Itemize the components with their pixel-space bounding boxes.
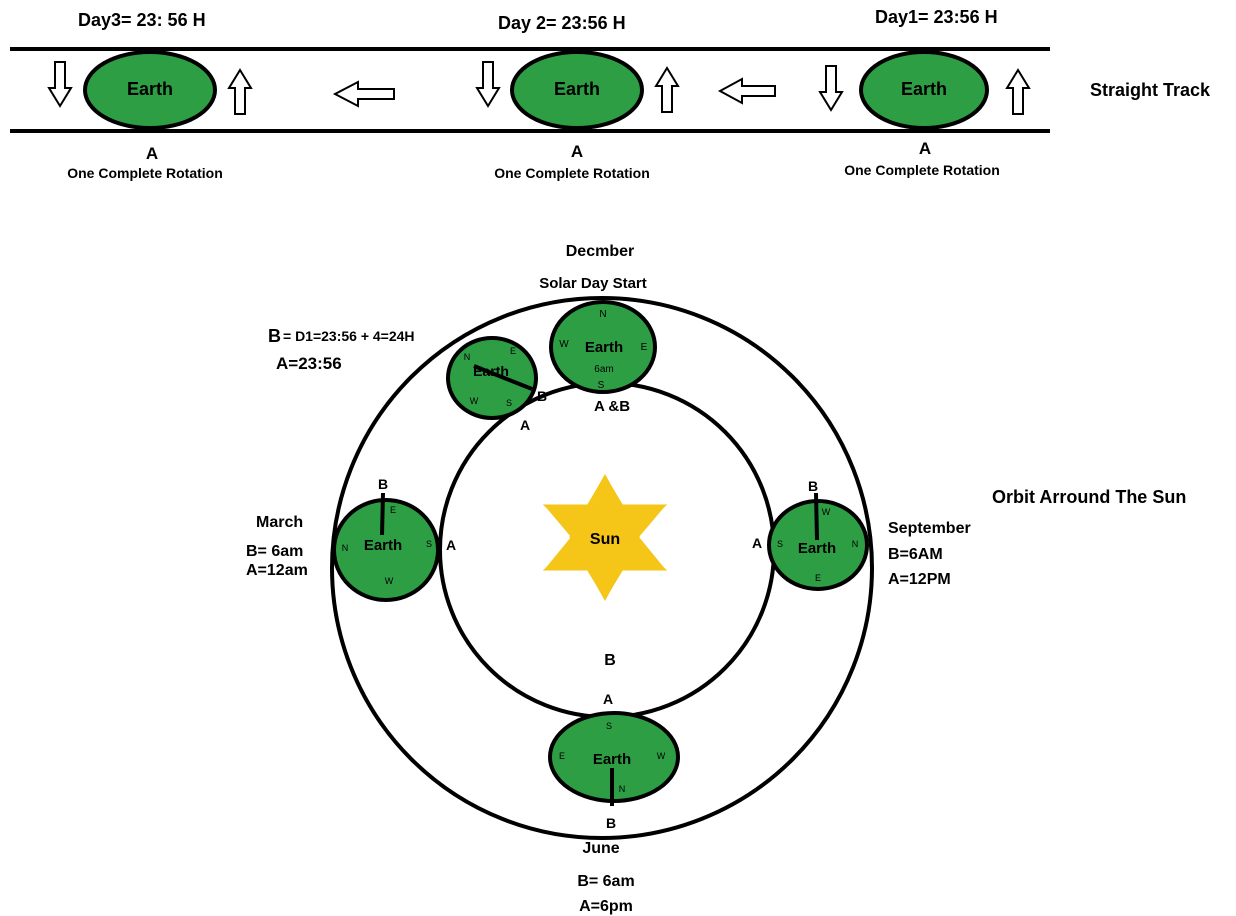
point-a: A: [520, 417, 530, 433]
point-label: A &B: [594, 398, 630, 415]
point-a: A: [919, 139, 931, 158]
dir-e: E: [559, 751, 565, 761]
dir-n: N: [464, 352, 471, 362]
b-formula: = D1=23:56 + 4=24H: [283, 328, 415, 344]
earth-december: Decmber Solar Day Start Earth 6am N E S …: [539, 243, 657, 415]
earth-circle: [859, 50, 989, 130]
rotation-caption: One Complete Rotation: [67, 165, 223, 181]
arrow-up-icon: [1005, 68, 1031, 115]
point-a: A: [446, 537, 456, 553]
earth-label: Earth: [798, 540, 836, 557]
point-a: A: [571, 142, 583, 161]
dir-s: S: [606, 721, 612, 731]
a-value: A=6pm: [579, 898, 633, 915]
dir-w: W: [470, 396, 479, 406]
earth-march: March B= 6am A=12am Earth N E S W B A: [246, 476, 456, 602]
rotation-caption: One Complete Rotation: [494, 165, 650, 181]
track-day3: Day3= 23: 56 H Earth A One Complete Rota…: [47, 10, 253, 181]
dir-w: W: [657, 751, 666, 761]
earth-circle: [446, 336, 538, 420]
time-label: 6am: [594, 364, 613, 375]
dir-n: N: [619, 784, 626, 794]
point-b: B: [808, 478, 818, 494]
sun-core: [544, 475, 666, 600]
a-value: A=12am: [246, 562, 308, 579]
point-a: A: [603, 691, 613, 707]
sun: Sun: [542, 473, 668, 602]
dir-w: W: [559, 339, 569, 350]
earth-circle: [510, 50, 644, 130]
track-day1: Day1= 23:56 H Earth A One Complete Rotat…: [818, 7, 1031, 178]
month-label: September: [888, 520, 971, 537]
month-label: March: [256, 514, 303, 531]
day-label: Day3= 23: 56 H: [78, 10, 206, 30]
rotation-marker: [814, 492, 819, 541]
rotation-marker: [380, 492, 385, 536]
track-day2: Day 2= 23:56 H Earth A One Complete Rota…: [475, 13, 680, 181]
day-label: Day 2= 23:56 H: [498, 13, 626, 33]
earth-label: Earth: [554, 79, 600, 99]
dir-e: E: [641, 342, 648, 353]
solar-day-start: Solar Day Start: [539, 275, 647, 292]
arrow-down-icon: [475, 61, 501, 108]
dir-s: S: [598, 380, 605, 391]
month-label: June: [582, 840, 619, 857]
point-b: B: [378, 476, 388, 492]
a-value: A=23:56: [276, 354, 342, 373]
b-value: B= 6am: [246, 543, 303, 560]
point-b: B: [537, 388, 547, 404]
earth-label: Earth: [585, 339, 623, 356]
earth-june: Earth S E W N A B June B= 6am A=6pm: [548, 691, 680, 915]
point-a: A: [146, 144, 158, 163]
earth-label: Earth: [364, 537, 402, 554]
earth-september: September B=6AM A=12PM Earth N E S W B A: [752, 478, 971, 591]
earth-label: Earth: [901, 79, 947, 99]
dir-e: E: [815, 573, 821, 583]
earth-transition: B = D1=23:56 + 4=24H A=23:56 Earth N E S…: [268, 326, 547, 433]
center-point-b: B: [604, 652, 616, 669]
orbit-title: Orbit Arround The Sun: [992, 487, 1186, 507]
dir-s: S: [777, 539, 783, 549]
dir-s: S: [426, 539, 432, 549]
dir-e: E: [510, 346, 516, 356]
earth-circle: [83, 50, 217, 130]
earth-label: Earth: [127, 79, 173, 99]
arrow-left-icon: [717, 77, 776, 105]
track-title: Straight Track: [1090, 80, 1211, 100]
a-value: A=12PM: [888, 571, 951, 588]
dir-n: N: [852, 539, 859, 549]
outer-orbit-circle: [330, 296, 874, 840]
earth-circle: [332, 498, 440, 602]
rotation-marker: [473, 364, 533, 391]
point-a: A: [752, 535, 762, 551]
dir-n: N: [342, 543, 349, 553]
sun-label: Sun: [590, 531, 620, 548]
arrow-left-icon: [332, 80, 395, 108]
dir-s: S: [506, 398, 512, 408]
day-label: Day1= 23:56 H: [875, 7, 998, 27]
earth-circle: [549, 300, 657, 394]
arrow-down-icon: [818, 65, 844, 112]
arrow-up-icon: [227, 68, 253, 115]
dir-e: E: [390, 505, 396, 515]
arrow-down-icon: [47, 61, 73, 108]
dir-w: W: [822, 507, 831, 517]
month-label: Decmber: [566, 243, 634, 260]
b-value: B=6AM: [888, 546, 943, 563]
point-b: B: [606, 815, 616, 831]
b-value: B= 6am: [577, 873, 634, 890]
earth-label: Earth: [593, 751, 631, 768]
rotation-caption: One Complete Rotation: [844, 162, 1000, 178]
dir-w: W: [385, 576, 394, 586]
dir-n: N: [599, 309, 606, 320]
b-label: B: [268, 326, 281, 346]
arrow-up-icon: [654, 66, 680, 113]
